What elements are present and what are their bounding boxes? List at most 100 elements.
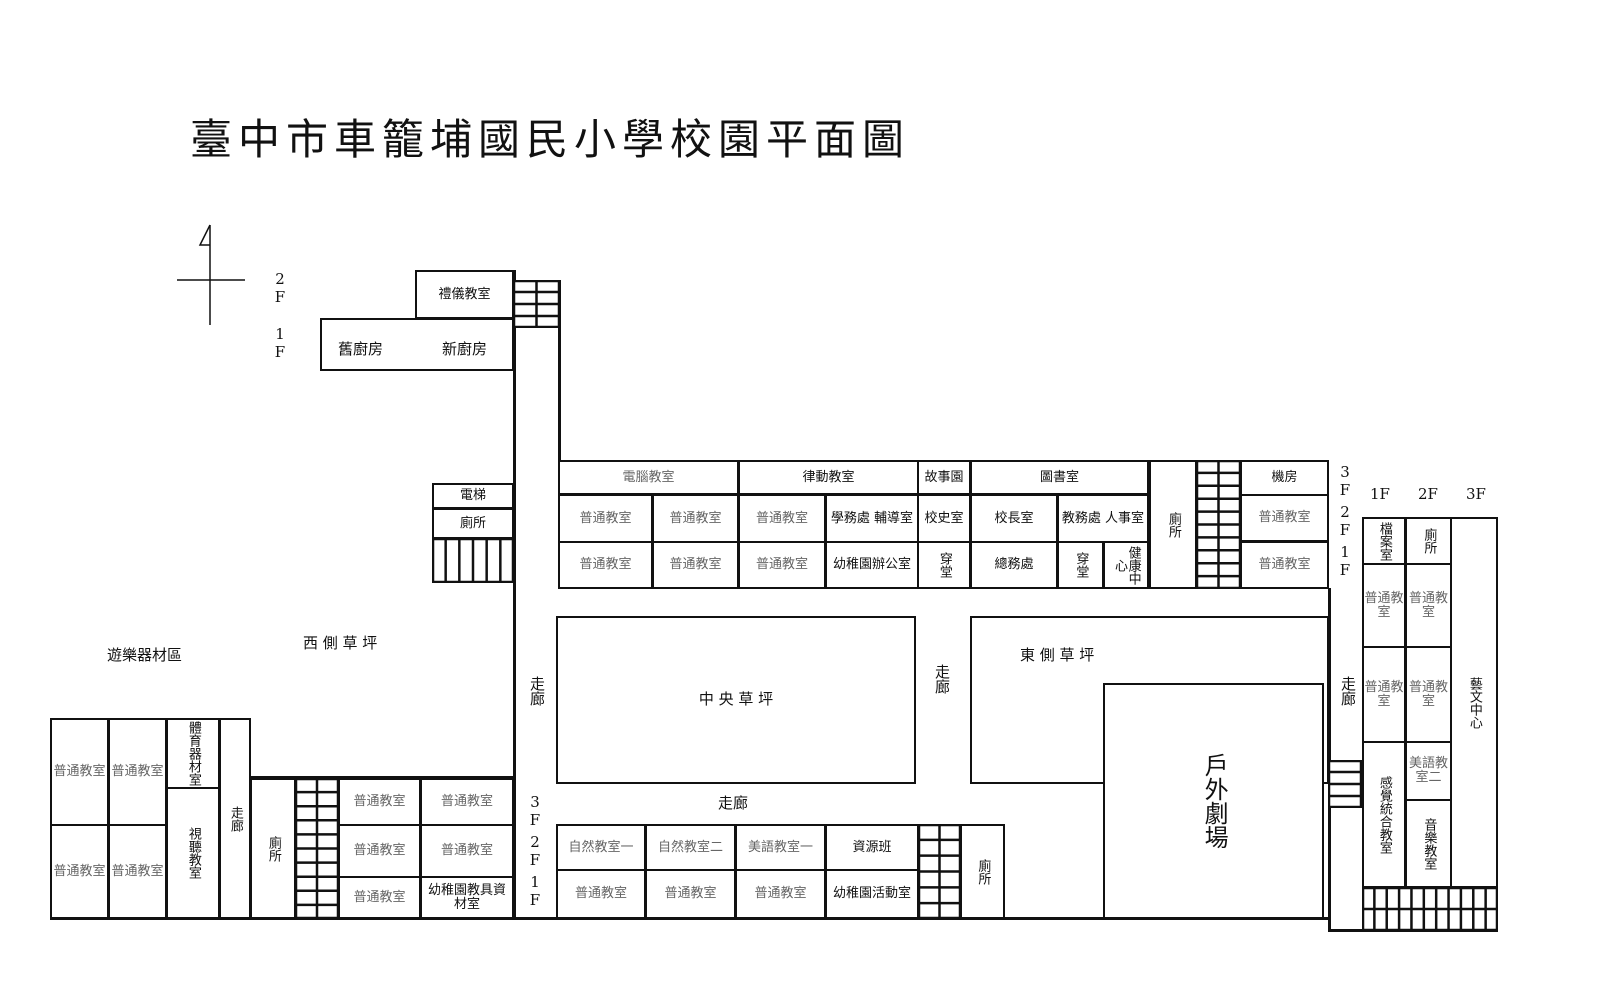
room-label: 普通教室 xyxy=(353,843,406,859)
room-classroom: 普通教室 xyxy=(558,494,653,543)
corridor-label: 走廊 xyxy=(528,676,546,706)
room-etiquette: 禮儀教室 xyxy=(415,270,514,319)
room-label: 廁所 xyxy=(1421,528,1437,554)
room-label: 普通教室 xyxy=(1258,510,1311,526)
room-classroom: 普通教室 xyxy=(738,494,826,543)
room-restroom: 廁所 xyxy=(960,824,1005,919)
room-computer: 電腦教室 xyxy=(558,460,739,495)
room-elevator: 電梯 xyxy=(432,483,514,509)
room-corridor: 走廊 xyxy=(219,718,251,919)
stairs-icon xyxy=(295,778,339,919)
room-label: 普通教室 xyxy=(574,886,627,902)
room-label: 普通教室 xyxy=(579,557,632,573)
room-hall: 穿堂 xyxy=(1057,541,1104,589)
room-kinder-materials: 幼稚園教具資材室 xyxy=(420,876,514,919)
stairs-icon xyxy=(432,538,514,583)
room-label: 普通教室 xyxy=(1258,557,1311,573)
north-arrow-icon xyxy=(177,224,245,325)
room-english2: 美語教室二 xyxy=(1405,741,1452,801)
room-classroom: 普通教室 xyxy=(420,778,514,826)
floor-label: 1F xyxy=(1370,485,1390,503)
room-label: 校史室 xyxy=(924,510,964,526)
floor-label: 2F xyxy=(526,833,544,869)
area-label: 西 側 草 坪 xyxy=(303,634,378,652)
room-label: 教務處 人事室 xyxy=(1061,510,1145,526)
room-label: 普通教室 xyxy=(754,886,807,902)
stairs-icon xyxy=(1328,760,1362,808)
room-label: 普通教室 xyxy=(1364,590,1404,620)
room-health: 健康中心 xyxy=(1103,541,1149,589)
area-label: 走廊 xyxy=(718,794,749,812)
room-sensory: 感覺統合教室 xyxy=(1362,741,1406,888)
room-principal: 校長室 xyxy=(970,494,1058,543)
room-classroom: 普通教室 xyxy=(645,869,736,919)
room-classroom: 普通教室 xyxy=(338,876,421,919)
room-classroom: 普通教室 xyxy=(652,494,739,543)
room-label: 普通教室 xyxy=(1364,679,1404,709)
room-label: 幼稚園辦公室 xyxy=(832,557,911,573)
room-label: 健康中心 xyxy=(1112,545,1141,585)
room-rhythm: 律動教室 xyxy=(738,460,919,495)
corridor-label: 走廊 xyxy=(933,664,951,694)
wall-line xyxy=(1328,588,1331,931)
room-label: 普通教室 xyxy=(111,863,164,879)
room-classroom: 普通教室 xyxy=(50,824,109,919)
room-label: 普通教室 xyxy=(353,794,406,810)
room-english1: 美語教室一 xyxy=(735,824,826,871)
room-hall: 穿堂 xyxy=(917,541,971,589)
room-label: 普通教室 xyxy=(669,557,722,573)
room-label: 廁所 xyxy=(459,515,486,531)
room-classroom: 普通教室 xyxy=(556,869,646,919)
room-label: 普通教室 xyxy=(755,557,808,573)
room-resource: 資源班 xyxy=(825,824,919,871)
room-student-affairs: 學務處 輔導室 xyxy=(825,494,919,543)
room-label: 學務處 輔導室 xyxy=(830,510,914,526)
room-classroom: 普通教室 xyxy=(1240,494,1329,542)
room-label: 廁所 xyxy=(1165,511,1181,538)
room-classroom: 普通教室 xyxy=(652,541,739,589)
room-label: 普通教室 xyxy=(440,794,493,810)
room-classroom: 普通教室 xyxy=(558,541,653,589)
room-machine: 機房 xyxy=(1240,460,1329,496)
room-restroom: 廁所 xyxy=(1405,517,1452,565)
stairs-icon xyxy=(918,824,961,919)
floor-label: 1F xyxy=(526,873,544,909)
room-label: 校長室 xyxy=(994,510,1034,526)
room-classroom: 普通教室 xyxy=(338,824,421,878)
stairs-icon xyxy=(513,280,560,328)
area-label: 遊樂器材區 xyxy=(107,646,183,664)
room-library: 圖書室 xyxy=(970,460,1149,495)
room-label: 自然教室一 xyxy=(568,839,634,855)
room-science1: 自然教室一 xyxy=(556,824,646,871)
floor-label: 1F xyxy=(271,325,289,361)
room-label: 電腦教室 xyxy=(622,469,675,485)
room-label: 音樂教室 xyxy=(1421,817,1437,870)
stairs-icon xyxy=(1196,460,1241,589)
room-classroom: 普通教室 xyxy=(1362,646,1406,743)
wall-line xyxy=(558,280,561,462)
room-label: 幼稚園教具資材室 xyxy=(427,882,506,912)
area-label: 東 側 草 坪 xyxy=(1020,646,1095,664)
room-label: 禮儀教室 xyxy=(438,286,491,302)
room-arts-center: 藝文中心 xyxy=(1450,517,1498,888)
room-label: 普通教室 xyxy=(1408,590,1448,620)
room-label: 普通教室 xyxy=(579,510,632,526)
room-label: 總務處 xyxy=(994,557,1034,573)
floor-label: 2F xyxy=(271,270,289,306)
room-label: 電梯 xyxy=(459,488,486,504)
room-academic: 教務處 人事室 xyxy=(1057,494,1149,543)
room-label: 普通教室 xyxy=(669,510,722,526)
room-classroom: 普通教室 xyxy=(50,718,109,826)
area-label: 新廚房 xyxy=(442,340,488,358)
room-outdoor-theater: 戶外劇場 xyxy=(1103,683,1324,919)
room-general-affairs: 總務處 xyxy=(970,541,1058,589)
floor-label: 3F xyxy=(526,793,544,829)
room-label: 律動教室 xyxy=(802,469,855,485)
room-music: 音樂教室 xyxy=(1405,799,1452,888)
room-label: 穿堂 xyxy=(936,552,952,578)
room-label: 機房 xyxy=(1271,470,1298,486)
room-classroom: 普通教室 xyxy=(420,824,514,878)
room-restroom: 廁所 xyxy=(1149,460,1197,589)
room-label: 戶外劇場 xyxy=(1200,753,1229,849)
